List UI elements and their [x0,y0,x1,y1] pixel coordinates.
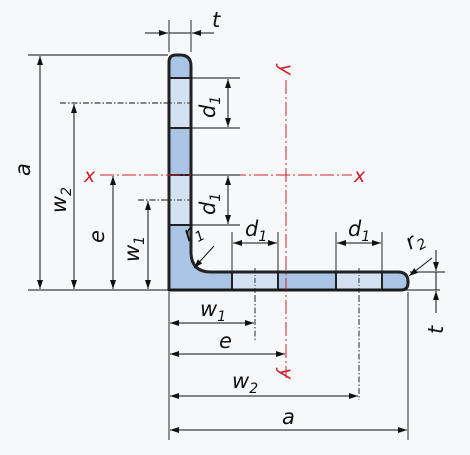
svg-text:t: t [212,8,221,32]
svg-text:d1: d1 [245,217,267,245]
dim-r2-radius: r2 [401,225,433,277]
dim-d1-vertical-upper: d1 [196,79,231,127]
dim-a-vertical: a [11,56,43,289]
svg-text:r2: r2 [401,225,430,258]
angle-section-fill [169,55,408,290]
dim-w2-horizontal: w2 [170,369,358,399]
dim-w1-vertical: w1 [120,201,151,289]
svg-text:w1: w1 [200,297,226,325]
svg-text:e: e [85,230,109,243]
hole-boundaries [169,77,383,290]
y-axis-label-bottom: y [275,367,297,380]
extension-lines [28,20,445,440]
svg-text:w1: w1 [120,236,148,262]
dim-d1-vertical-lower: d1 [196,176,231,224]
x-axis-label-left: x [83,165,96,187]
svg-text:w2: w2 [232,369,258,397]
svg-text:a: a [282,405,295,429]
x-axis-label-right: x [353,165,366,187]
dim-e-vertical: e [85,176,116,289]
y-axis-label-top: y [275,63,297,76]
svg-text:d1: d1 [196,96,224,118]
svg-text:w2: w2 [47,187,75,213]
svg-text:e: e [219,329,232,353]
dim-w2-vertical: w2 [47,104,77,289]
dim-e-horizontal: e [170,329,285,357]
svg-text:a: a [11,163,35,176]
dim-a-horizontal: a [170,405,407,433]
svg-text:d1: d1 [348,217,370,245]
angle-section-outline [167,53,410,292]
dim-t-top: t [145,8,221,36]
hole-center-leaders [60,102,360,400]
svg-text:t: t [424,325,448,334]
dim-t-right: t [424,250,448,334]
dim-d1-horizontal-right: d1 [337,217,381,246]
svg-text:d1: d1 [196,193,224,215]
dim-d1-horizontal-left: d1 [233,217,277,246]
dim-w1-horizontal: w1 [170,297,254,326]
